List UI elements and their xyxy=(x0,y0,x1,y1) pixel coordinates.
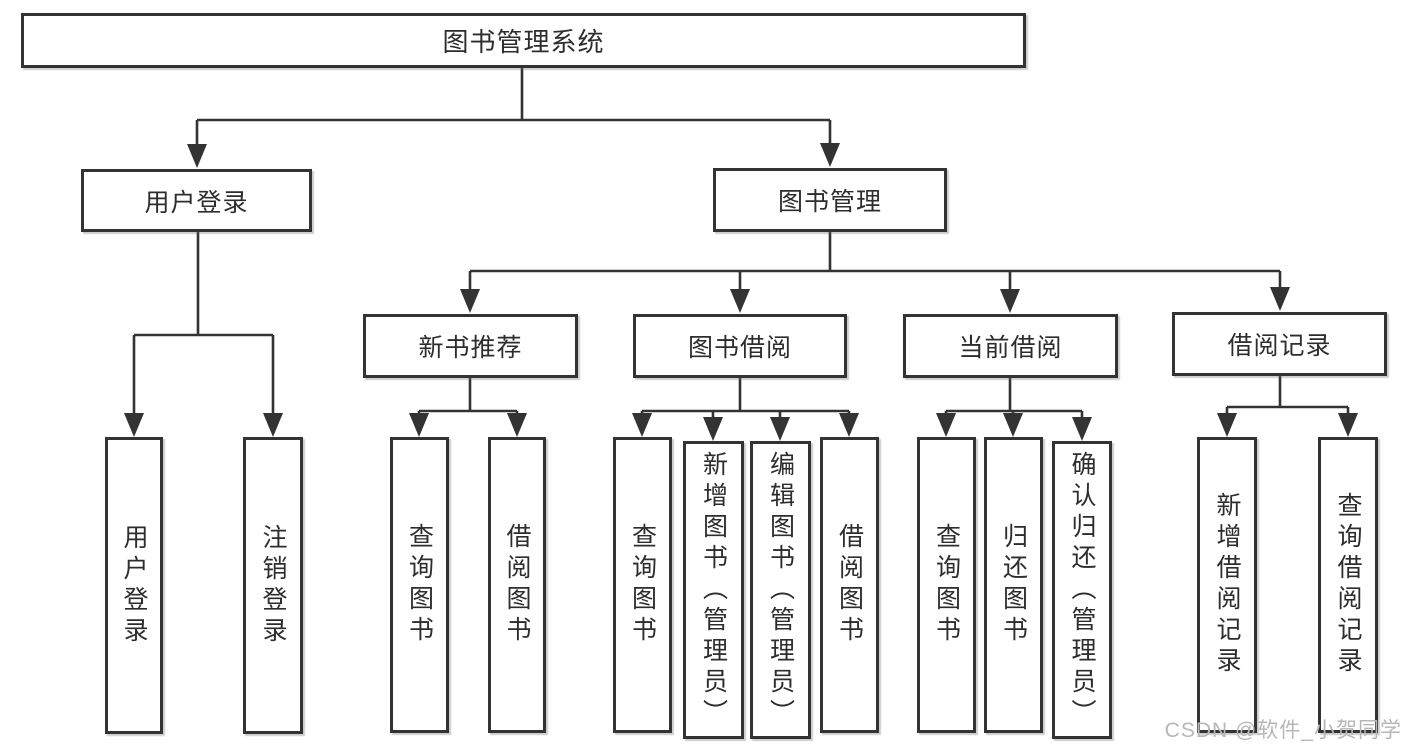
leaf-records-add-borrow-record: 新增借阅记录 xyxy=(1197,437,1257,733)
node-user-login: 用户登录 xyxy=(81,169,312,232)
leaf-records-add-borrow-record-label: 新增借阅记录 xyxy=(1213,492,1241,678)
leaf-records-query-borrow-record-label: 查询借阅记录 xyxy=(1334,492,1362,678)
leaf-current-query-books: 查询图书 xyxy=(917,437,976,733)
leaf-borrowing-edit-books-admin-label: 编辑图书（管理员） xyxy=(766,450,795,730)
leaf-current-query-books-label: 查询图书 xyxy=(932,523,961,647)
leaf-borrowing-borrow-books: 借阅图书 xyxy=(820,437,879,733)
leaf-logout-login-label: 注销登录 xyxy=(259,523,287,648)
leaf-records-query-borrow-record: 查询借阅记录 xyxy=(1318,437,1378,733)
node-borrowing-records: 借阅记录 xyxy=(1172,312,1387,376)
node-current-borrowing-label: 当前借阅 xyxy=(958,334,1063,362)
leaf-borrowing-add-books-admin-label: 新增图书（管理员） xyxy=(699,450,728,730)
node-book-management: 图书管理 xyxy=(713,168,947,232)
node-book-borrowing: 图书借阅 xyxy=(633,314,847,378)
node-user-login-label: 用户登录 xyxy=(144,188,249,217)
leaf-current-confirm-return-admin-label: 确认归还（管理员） xyxy=(1068,450,1096,730)
leaf-user-login: 用户登录 xyxy=(105,437,163,734)
node-current-borrowing: 当前借阅 xyxy=(903,314,1118,378)
node-library-system-label: 图书管理系统 xyxy=(442,27,605,57)
node-borrowing-records-label: 借阅记录 xyxy=(1227,332,1332,360)
leaf-newbook-borrow-books: 借阅图书 xyxy=(488,437,546,733)
leaf-current-return-books-label: 归还图书 xyxy=(999,523,1028,647)
leaf-user-login-label: 用户登录 xyxy=(120,523,148,648)
leaf-newbook-borrow-books-label: 借阅图书 xyxy=(503,523,531,647)
node-book-borrowing-label: 图书借阅 xyxy=(687,334,792,362)
leaf-current-return-books: 归还图书 xyxy=(984,437,1043,733)
node-book-management-label: 图书管理 xyxy=(777,188,882,216)
node-library-system: 图书管理系统 xyxy=(21,13,1026,68)
leaf-borrowing-query-books: 查询图书 xyxy=(613,437,672,733)
leaf-borrowing-add-books-admin: 新增图书（管理员） xyxy=(683,441,744,739)
watermark-text: CSDN @软件_小贺同学 xyxy=(1164,719,1402,742)
leaf-borrowing-query-books-label: 查询图书 xyxy=(628,523,657,647)
leaf-newbook-query-books: 查询图书 xyxy=(390,437,449,733)
node-new-book-recommendation-label: 新书推荐 xyxy=(418,334,523,362)
leaf-logout-login: 注销登录 xyxy=(243,437,303,734)
leaf-newbook-query-books-label: 查询图书 xyxy=(405,523,434,647)
node-new-book-recommendation: 新书推荐 xyxy=(363,314,578,378)
leaf-borrowing-edit-books-admin: 编辑图书（管理员） xyxy=(750,441,811,739)
leaf-current-confirm-return-admin: 确认归还（管理员） xyxy=(1052,441,1112,739)
leaf-borrowing-borrow-books-label: 借阅图书 xyxy=(835,523,864,647)
